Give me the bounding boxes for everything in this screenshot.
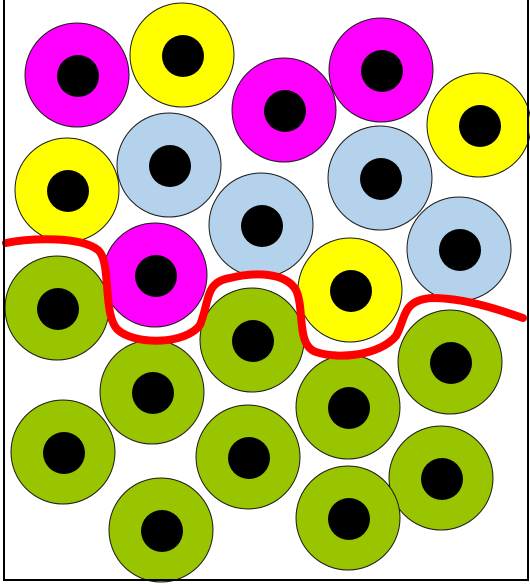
cell-nucleus [430, 342, 472, 384]
cell-nucleus [232, 320, 274, 362]
cell-nucleus [330, 270, 372, 312]
cell-light-blue [328, 126, 432, 230]
cell-nucleus [328, 498, 370, 540]
cell-nucleus [43, 432, 85, 474]
cell-green [389, 426, 493, 530]
cell-nucleus [241, 205, 283, 247]
cell-yellow [427, 73, 530, 177]
cell-green [398, 310, 502, 414]
cell-green [296, 466, 400, 570]
cell-magenta [25, 23, 129, 127]
cell-green [5, 256, 109, 360]
cell-green [200, 288, 304, 392]
cell-nucleus [149, 145, 191, 187]
cell-nucleus [141, 510, 183, 552]
cell-nucleus [421, 458, 463, 500]
cell-green [296, 355, 400, 459]
cell-light-blue [117, 113, 221, 217]
cell-nucleus [264, 90, 306, 132]
cells-layer [5, 3, 530, 582]
cell-magenta [103, 223, 207, 327]
cell-yellow [130, 3, 234, 107]
cell-nucleus [135, 255, 177, 297]
cell-nucleus [47, 170, 89, 212]
cell-light-blue [209, 173, 313, 277]
cell-magenta [329, 18, 433, 122]
cell-nucleus [439, 229, 481, 271]
cell-nucleus [228, 437, 270, 479]
cell-light-blue [407, 197, 511, 301]
cell-nucleus [132, 372, 174, 414]
cell-nucleus [328, 387, 370, 429]
cell-nucleus [459, 105, 501, 147]
cell-green [109, 478, 213, 582]
cell-yellow [15, 138, 119, 242]
cell-nucleus [57, 55, 99, 97]
cell-yellow [298, 238, 402, 342]
cell-magenta [232, 58, 336, 162]
cell-green [100, 340, 204, 444]
cell-green [11, 400, 115, 504]
cell-nucleus [360, 158, 402, 200]
cell-green [196, 405, 300, 509]
cell-nucleus [361, 50, 403, 92]
cell-nucleus [37, 288, 79, 330]
cell-nucleus [162, 35, 204, 77]
